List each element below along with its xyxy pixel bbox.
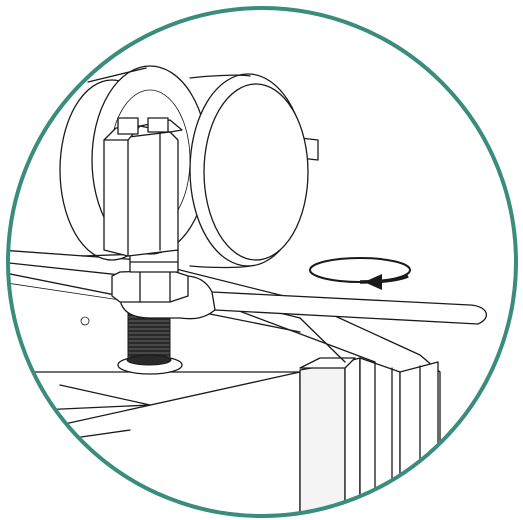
hex-nut	[111, 249, 189, 303]
rotate-counterclockwise-arrow-icon	[309, 257, 411, 290]
caster-wheel-icon	[59, 65, 319, 269]
detail-circle-border	[6, 6, 518, 518]
